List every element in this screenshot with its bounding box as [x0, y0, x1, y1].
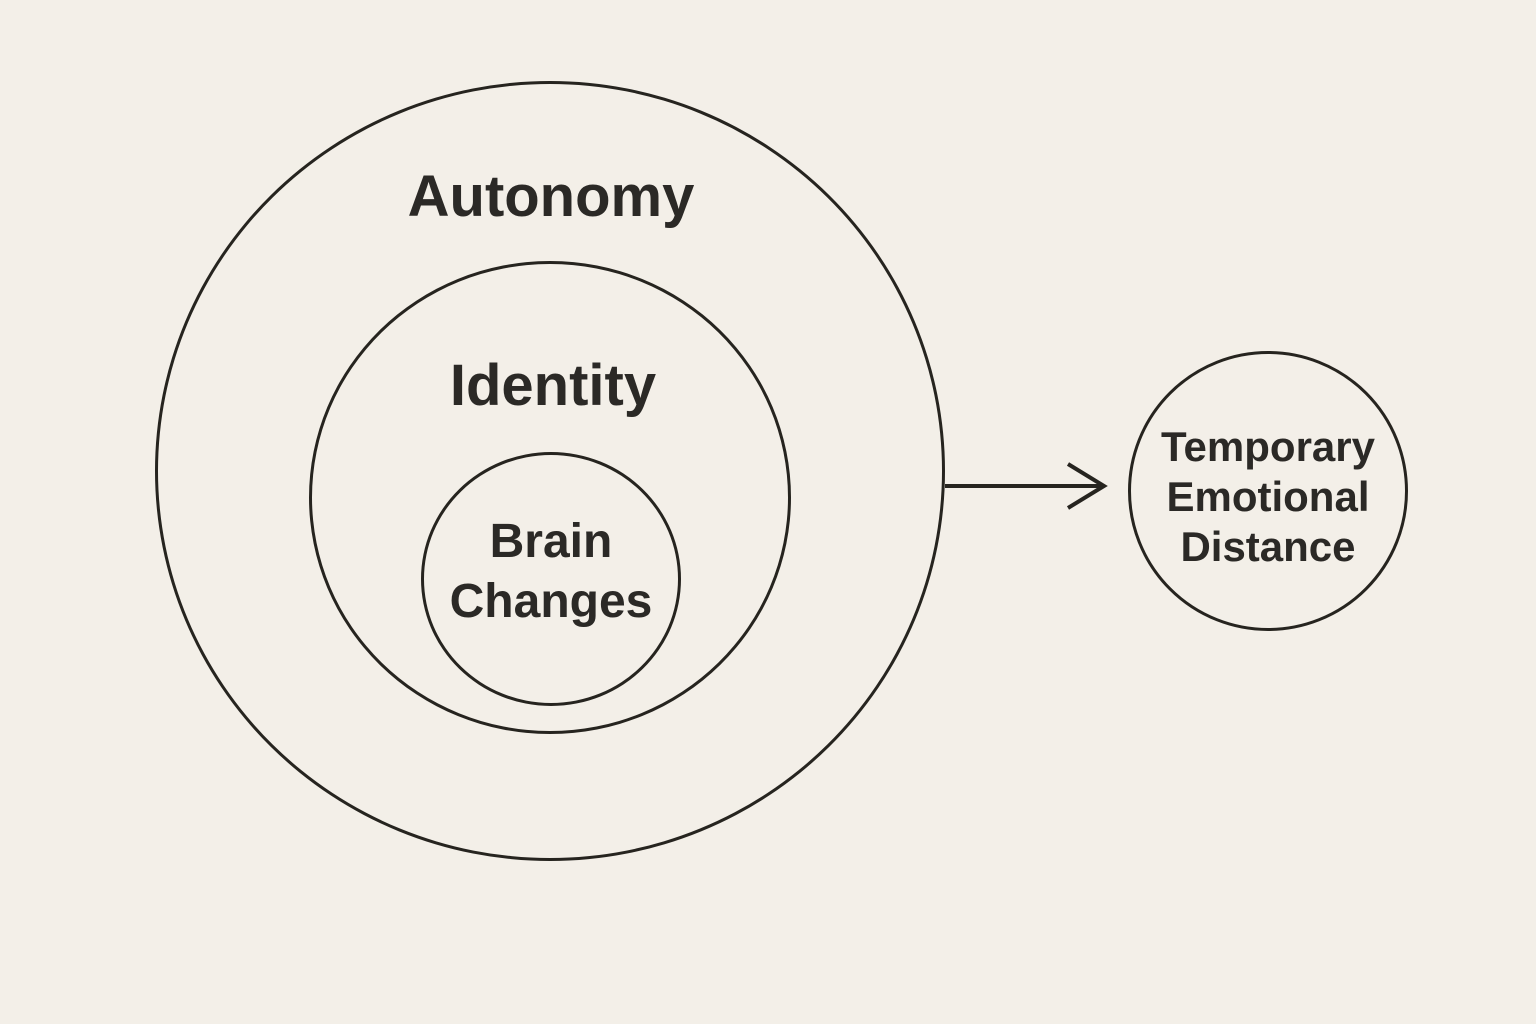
result-circle-label: Temporary Emotional Distance: [1161, 422, 1375, 572]
result-circle-label-line3: Distance: [1180, 523, 1356, 570]
result-circle-label-line2: Emotional: [1166, 473, 1370, 520]
inner-circle-label-line1: Brain: [489, 515, 613, 568]
outer-circle-autonomy: [155, 81, 945, 861]
middle-circle-label: Identity: [449, 353, 657, 418]
result-circle-temporary-emotional-distance: [1128, 351, 1408, 631]
right-arrow-icon: [945, 462, 1108, 510]
outer-circle-label: Autonomy: [407, 164, 695, 229]
inner-circle-label-line2: Changes: [449, 575, 653, 628]
result-circle-label-line1: Temporary: [1161, 423, 1375, 470]
inner-circle-brain-changes: [421, 452, 681, 706]
middle-circle-identity: [309, 261, 791, 734]
inner-circle-label: Brain Changes: [450, 512, 653, 632]
